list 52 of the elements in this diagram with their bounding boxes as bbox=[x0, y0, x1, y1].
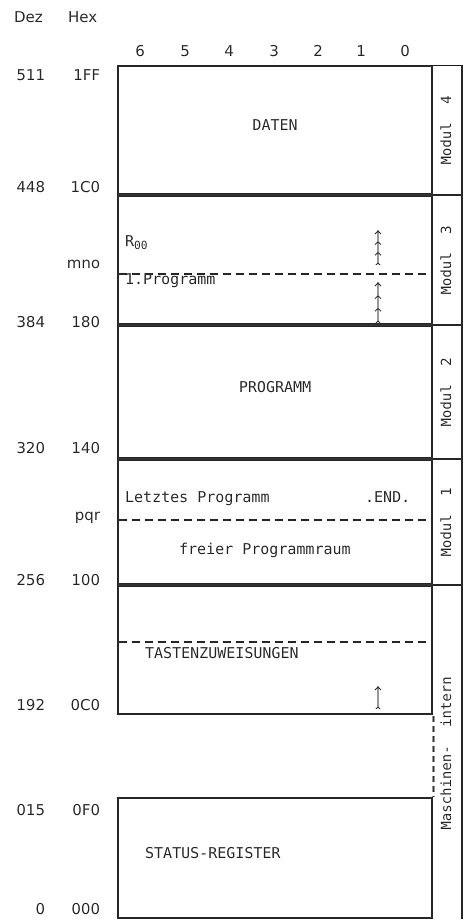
address-label: 140 bbox=[71, 439, 100, 457]
module-label: Modul 3 bbox=[439, 226, 455, 294]
memory-region bbox=[117, 325, 433, 459]
bit-number: 0 bbox=[400, 42, 410, 60]
address-label: 192 bbox=[16, 696, 45, 714]
memory-region bbox=[117, 797, 433, 919]
module-band bbox=[433, 325, 463, 459]
address-label: mno bbox=[66, 254, 100, 272]
module-label: Modul 2 bbox=[439, 358, 455, 426]
region-label: TASTENZUWEISUNGEN bbox=[145, 644, 299, 662]
region-label: DATEN bbox=[252, 116, 298, 134]
bit-number: 2 bbox=[313, 42, 323, 60]
memory-region bbox=[117, 65, 433, 195]
module-band bbox=[433, 65, 463, 195]
module-band bbox=[433, 459, 463, 585]
address-label: 448 bbox=[16, 178, 45, 196]
address-label: 0C0 bbox=[70, 696, 100, 714]
column-heading: Hex bbox=[68, 8, 98, 26]
bit-number: 6 bbox=[135, 42, 145, 60]
address-label: 511 bbox=[16, 66, 45, 84]
address-label: 256 bbox=[16, 571, 45, 589]
module-label: Modul 4 bbox=[439, 96, 455, 164]
memory-region bbox=[117, 195, 433, 325]
module-band bbox=[433, 195, 463, 325]
region-label: 1.Programm bbox=[125, 270, 216, 288]
address-label: 000 bbox=[71, 900, 100, 918]
address-label: 015 bbox=[16, 801, 45, 819]
address-label: 100 bbox=[71, 571, 100, 589]
register-label: R$_{00}$ bbox=[125, 232, 148, 250]
module-band bbox=[433, 585, 463, 919]
address-label: 1FF bbox=[73, 66, 100, 84]
address-label: 384 bbox=[16, 313, 45, 331]
memory-region bbox=[117, 585, 433, 715]
bit-number: 5 bbox=[180, 42, 190, 60]
address-label: pqr bbox=[74, 506, 100, 524]
address-label: 320 bbox=[16, 439, 45, 457]
bit-number: 1 bbox=[356, 42, 366, 60]
region-label: PROGRAMM bbox=[238, 378, 312, 396]
memory-region bbox=[117, 459, 433, 585]
address-label: 1C0 bbox=[70, 178, 100, 196]
region-label: Letztes Programm bbox=[125, 488, 270, 506]
region-label: freier Programmraum bbox=[179, 540, 351, 558]
bit-number: 3 bbox=[269, 42, 279, 60]
module-label: Modul 1 bbox=[439, 488, 455, 556]
region-label: STATUS-REGISTER bbox=[145, 844, 280, 862]
column-heading: Dez bbox=[14, 8, 43, 26]
address-label: 0 bbox=[35, 900, 45, 918]
address-label: 0F0 bbox=[72, 801, 100, 819]
module-label: Maschinen- intern bbox=[439, 676, 455, 830]
end-marker-label: .END. bbox=[365, 488, 410, 506]
bit-number: 4 bbox=[224, 42, 234, 60]
address-label: 180 bbox=[71, 313, 100, 331]
